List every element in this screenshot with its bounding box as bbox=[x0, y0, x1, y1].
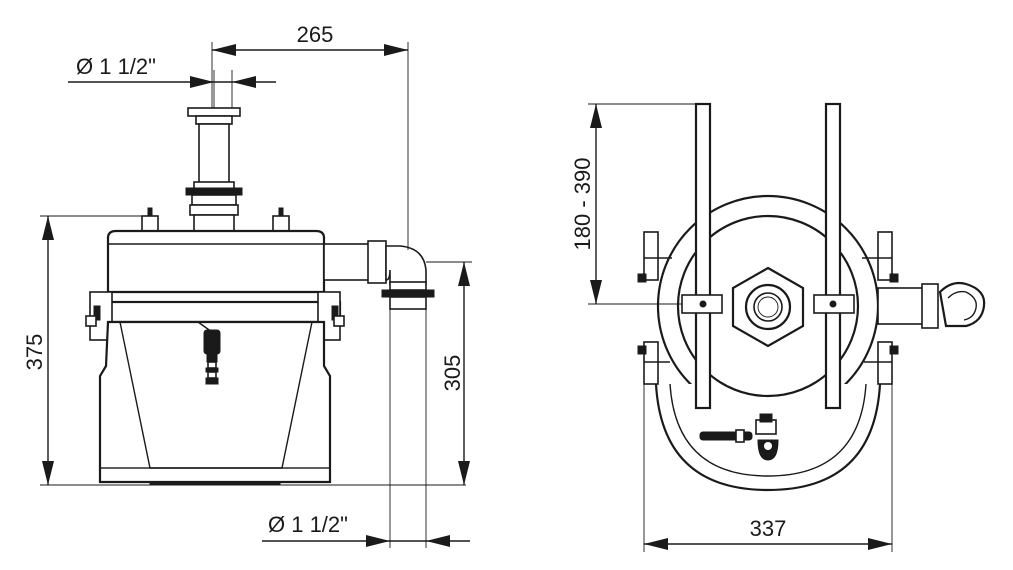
top-pipe bbox=[185, 107, 243, 234]
dim-375: 375 bbox=[22, 215, 466, 486]
front-outlet bbox=[877, 281, 986, 329]
dim-top-pipe-label: Ø 1 1/2" bbox=[76, 54, 156, 79]
dim-337-label: 337 bbox=[750, 516, 787, 541]
outlet-elbow bbox=[323, 240, 435, 310]
bracket-right bbox=[813, 102, 855, 410]
dim-bottom-pipe-label: Ø 1 1/2" bbox=[268, 512, 348, 537]
dim-337: 337 bbox=[643, 384, 893, 552]
clamp-band bbox=[85, 291, 345, 341]
front-level-switch bbox=[699, 413, 779, 461]
vent-left bbox=[141, 207, 159, 233]
dim-180-390-label: 180 - 390 bbox=[570, 158, 595, 251]
left-lugs bbox=[637, 231, 672, 385]
dim-top-pipe-diameter: Ø 1 1/2" bbox=[68, 54, 276, 108]
vent-right bbox=[272, 207, 290, 233]
dim-305: 305 bbox=[426, 261, 472, 485]
dim-375-label: 375 bbox=[22, 334, 47, 371]
bracket-left bbox=[681, 102, 723, 410]
tank-lid bbox=[106, 229, 326, 294]
dim-bottom-pipe-diameter: Ø 1 1/2" bbox=[262, 309, 470, 548]
front-view: 180 - 390 337 bbox=[570, 102, 986, 552]
right-lugs bbox=[862, 231, 899, 385]
dim-265-label: 265 bbox=[297, 22, 334, 47]
dim-305-label: 305 bbox=[440, 355, 465, 392]
side-view: 265 Ø 1 1/2" 375 305 bbox=[22, 22, 472, 548]
central-fitting bbox=[731, 266, 805, 348]
dim-180-390: 180 - 390 bbox=[570, 103, 696, 305]
level-switch bbox=[142, 321, 221, 385]
dim-265: 265 bbox=[211, 22, 409, 250]
